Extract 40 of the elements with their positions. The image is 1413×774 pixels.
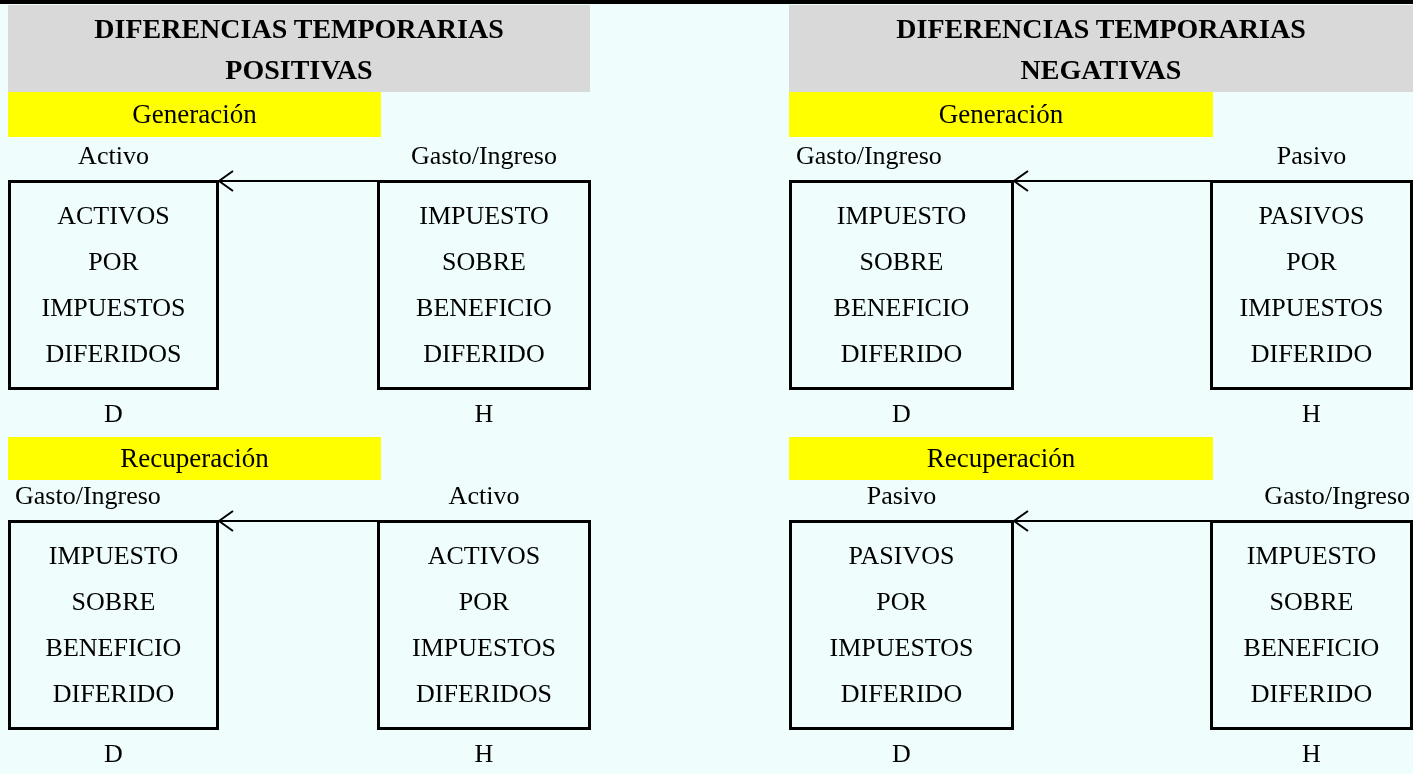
account-heading: Activo <box>78 141 149 171</box>
arrow <box>218 510 378 532</box>
phase-label: Recuperación <box>926 443 1076 474</box>
section-heading-band <box>789 5 1413 92</box>
section-heading-band <box>8 5 590 92</box>
debit-credit-label: D <box>103 739 124 769</box>
phase-label: Generación <box>938 99 1064 130</box>
debit-credit-label: D <box>103 399 124 429</box>
account-heading: Gasto/Ingreso <box>411 141 557 171</box>
account-heading: Gasto/Ingreso <box>1264 481 1410 511</box>
debit-credit-label: H <box>1301 739 1322 769</box>
section-title: DIFERENCIAS TEMPORARIAS NEGATIVAS <box>895 11 1307 87</box>
debit-credit-label: H <box>1301 399 1322 429</box>
debit-credit-label: D <box>891 739 912 769</box>
account-name: IMPUESTO SOBRE BENEFICIO DIFERIDO <box>44 540 183 710</box>
account-name: PASIVOS POR IMPUESTOS DIFERIDO <box>1238 200 1385 370</box>
account-name: IMPUESTO SOBRE BENEFICIO DIFERIDO <box>1242 540 1381 710</box>
debit-credit-label: D <box>891 399 912 429</box>
debit-credit-label: H <box>473 399 495 429</box>
section-title: DIFERENCIAS TEMPORARIAS POSITIVAS <box>93 11 505 87</box>
account-name: PASIVOS POR IMPUESTOS DIFERIDO <box>828 540 975 710</box>
phase-label: Generación <box>132 99 257 130</box>
account-heading: Activo <box>448 481 520 511</box>
arrow <box>1013 170 1211 192</box>
phase-band <box>789 437 1213 480</box>
debit-credit-label: H <box>473 739 495 769</box>
phase-band <box>8 437 381 480</box>
account-heading: Pasivo <box>866 481 937 511</box>
phase-band <box>8 92 381 137</box>
arrow <box>218 170 378 192</box>
account-name: IMPUESTO SOBRE BENEFICIO DIFERIDO <box>832 200 971 370</box>
account-name: ACTIVOS POR IMPUESTOS DIFERIDOS <box>40 200 187 370</box>
account-name: ACTIVOS POR IMPUESTOS DIFERIDOS <box>411 540 557 710</box>
arrow <box>1013 510 1211 532</box>
account-name: IMPUESTO SOBRE BENEFICIO DIFERIDO <box>415 200 553 370</box>
phase-label: Recuperación <box>120 443 269 474</box>
phase-band <box>789 92 1213 137</box>
account-heading: Gasto/Ingreso <box>15 481 161 511</box>
account-heading: Gasto/Ingreso <box>796 141 942 171</box>
account-heading: Pasivo <box>1276 141 1347 171</box>
